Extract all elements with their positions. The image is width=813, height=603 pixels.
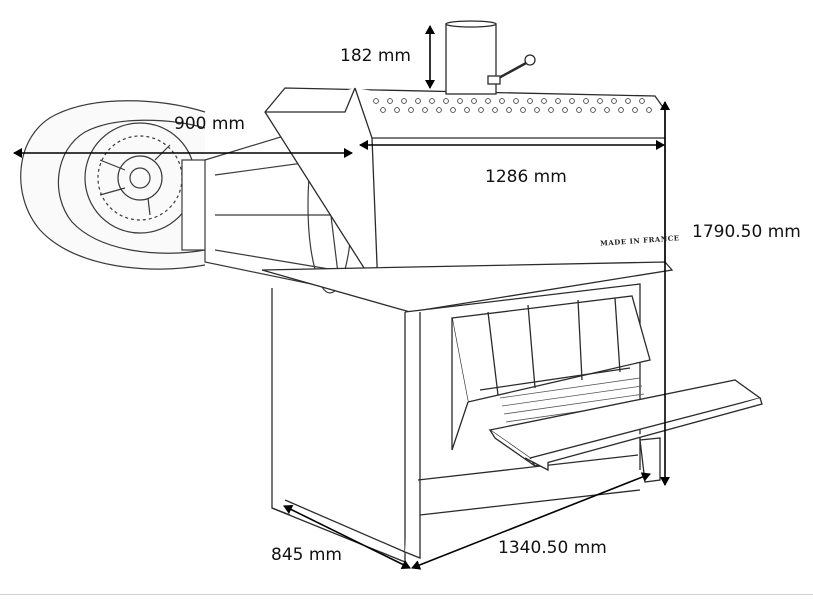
base-width-label: 1340.50 mm [498,538,607,558]
bottom-divider [0,594,813,595]
base-depth-label: 845 mm [271,545,342,565]
base-depth-arrow [283,505,411,569]
fan-depth-label: 900 mm [174,114,245,134]
blower-fan [20,100,211,270]
firebox [451,295,763,483]
hood-width-label: 1286 mm [485,167,567,187]
chimney-height-label: 182 mm [340,46,411,66]
total-height-label: 1790.50 mm [692,222,801,242]
base-width-arrow [411,472,651,570]
dimension-lines [13,25,670,570]
chimney [445,20,536,95]
